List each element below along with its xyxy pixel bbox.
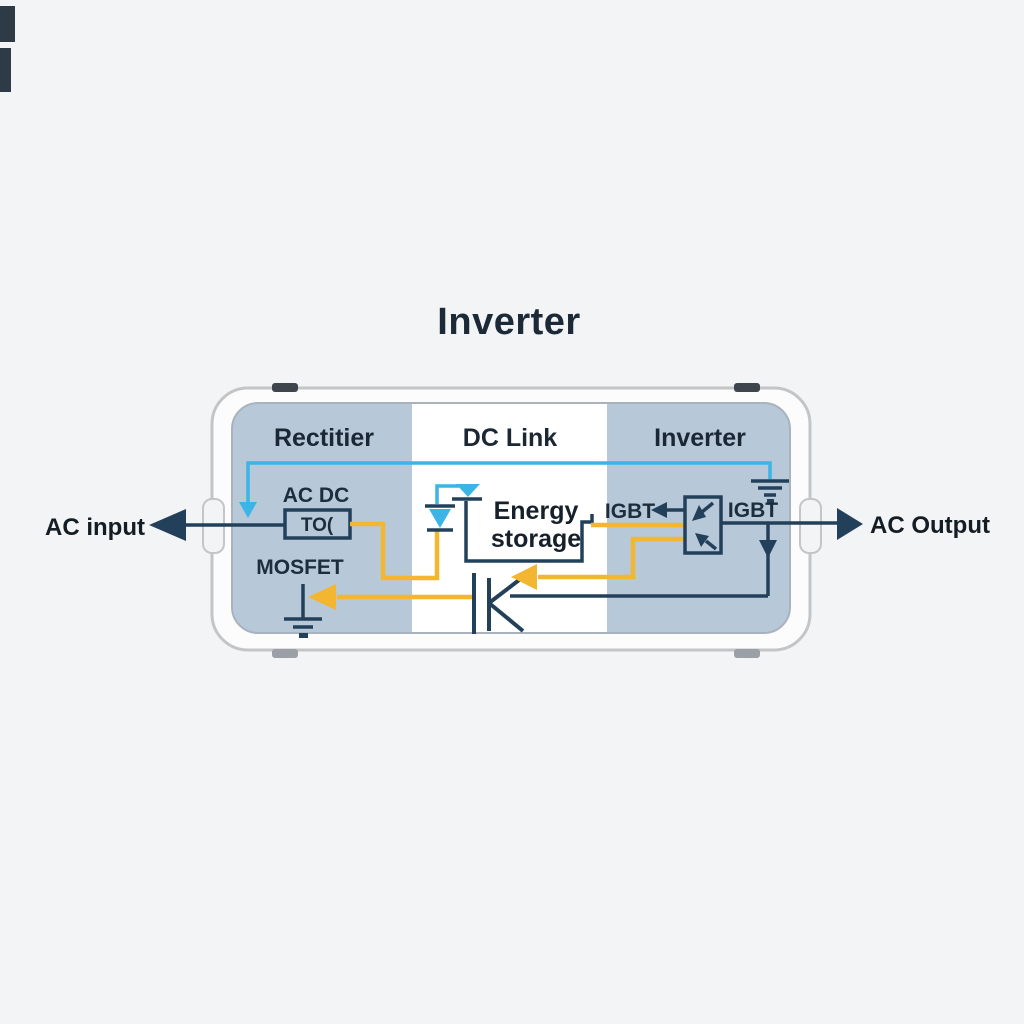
section-label-rectifier: Rectitier [274,424,374,452]
energy-storage-label-line2: storage [491,525,581,553]
photo-edge-artifact [0,6,15,42]
arrow-left-icon [149,509,186,541]
diode-bracket-wire [435,484,459,504]
diode-icon [429,509,451,528]
output-drop-wire [759,523,777,596]
ground-dot [767,499,774,503]
device-enclosure [202,383,822,658]
igbt-arrow-shaft [700,501,715,514]
control-bus-path [246,461,772,505]
storage-loop [464,501,594,563]
dc-link-diodes [425,484,482,532]
ground-icon [284,617,322,638]
thyristor-diagonal [487,575,525,605]
diode-icon [456,484,480,497]
section-label-dc-link: DC Link [463,424,558,452]
energy-storage: Energy storage [464,497,594,563]
arrow-left-icon [308,584,336,610]
mount-tab-top-right [734,383,760,392]
ac-output-wire: AC Output [721,508,990,540]
converter-box-text: TO( [301,515,334,536]
ac-input-label: AC input [45,514,145,541]
igbt-arrow-shaft [704,539,718,551]
igbt-left-label: IGBT [605,500,655,523]
mosfet-node: MOSFET [256,556,344,638]
ac-output-label: AC Output [870,512,990,539]
energy-storage-label-line1: Energy [494,497,579,525]
ground-icon [751,479,789,503]
photo-edge-artifact [0,48,11,92]
arrow-left-icon [511,564,537,590]
igbt-right-label: IGBT [728,499,778,522]
ac-dc-label: AC DC [283,484,350,507]
igbt-box [683,495,723,555]
return-to-mosfet-wire [308,584,474,610]
converter-to-diode-wire [350,521,440,581]
ac-input-wire: AC input [45,509,285,541]
arrow-right-icon [837,508,863,540]
ac-dc-converter: AC DC TO( [283,484,352,540]
feedback-path [538,536,684,580]
diagram-title: Inverter [437,301,580,343]
mount-tab-bottom-left [272,649,298,658]
mount-tab-bottom-right [734,649,760,658]
control-bus-wire [239,461,772,518]
mount-tab-top-left [272,383,298,392]
mosfet-label: MOSFET [256,556,344,579]
thyristor-diagonal [487,601,525,633]
section-label-inverter: Inverter [654,424,746,452]
arrow-down-icon [239,502,257,518]
arrow-left-icon [651,502,667,518]
ground-dot [299,633,308,638]
igbt-switch [683,495,723,555]
arrow-down-left-icon [692,505,706,521]
thyristor-icon [472,573,525,634]
inner-panel-outline [231,402,791,634]
wire-notch-right [799,498,822,554]
igbt-left-pointer [651,502,684,518]
arrow-down-icon [759,540,777,558]
arrow-up-left-icon [695,533,709,547]
igbt-feedback-wire [511,536,684,590]
